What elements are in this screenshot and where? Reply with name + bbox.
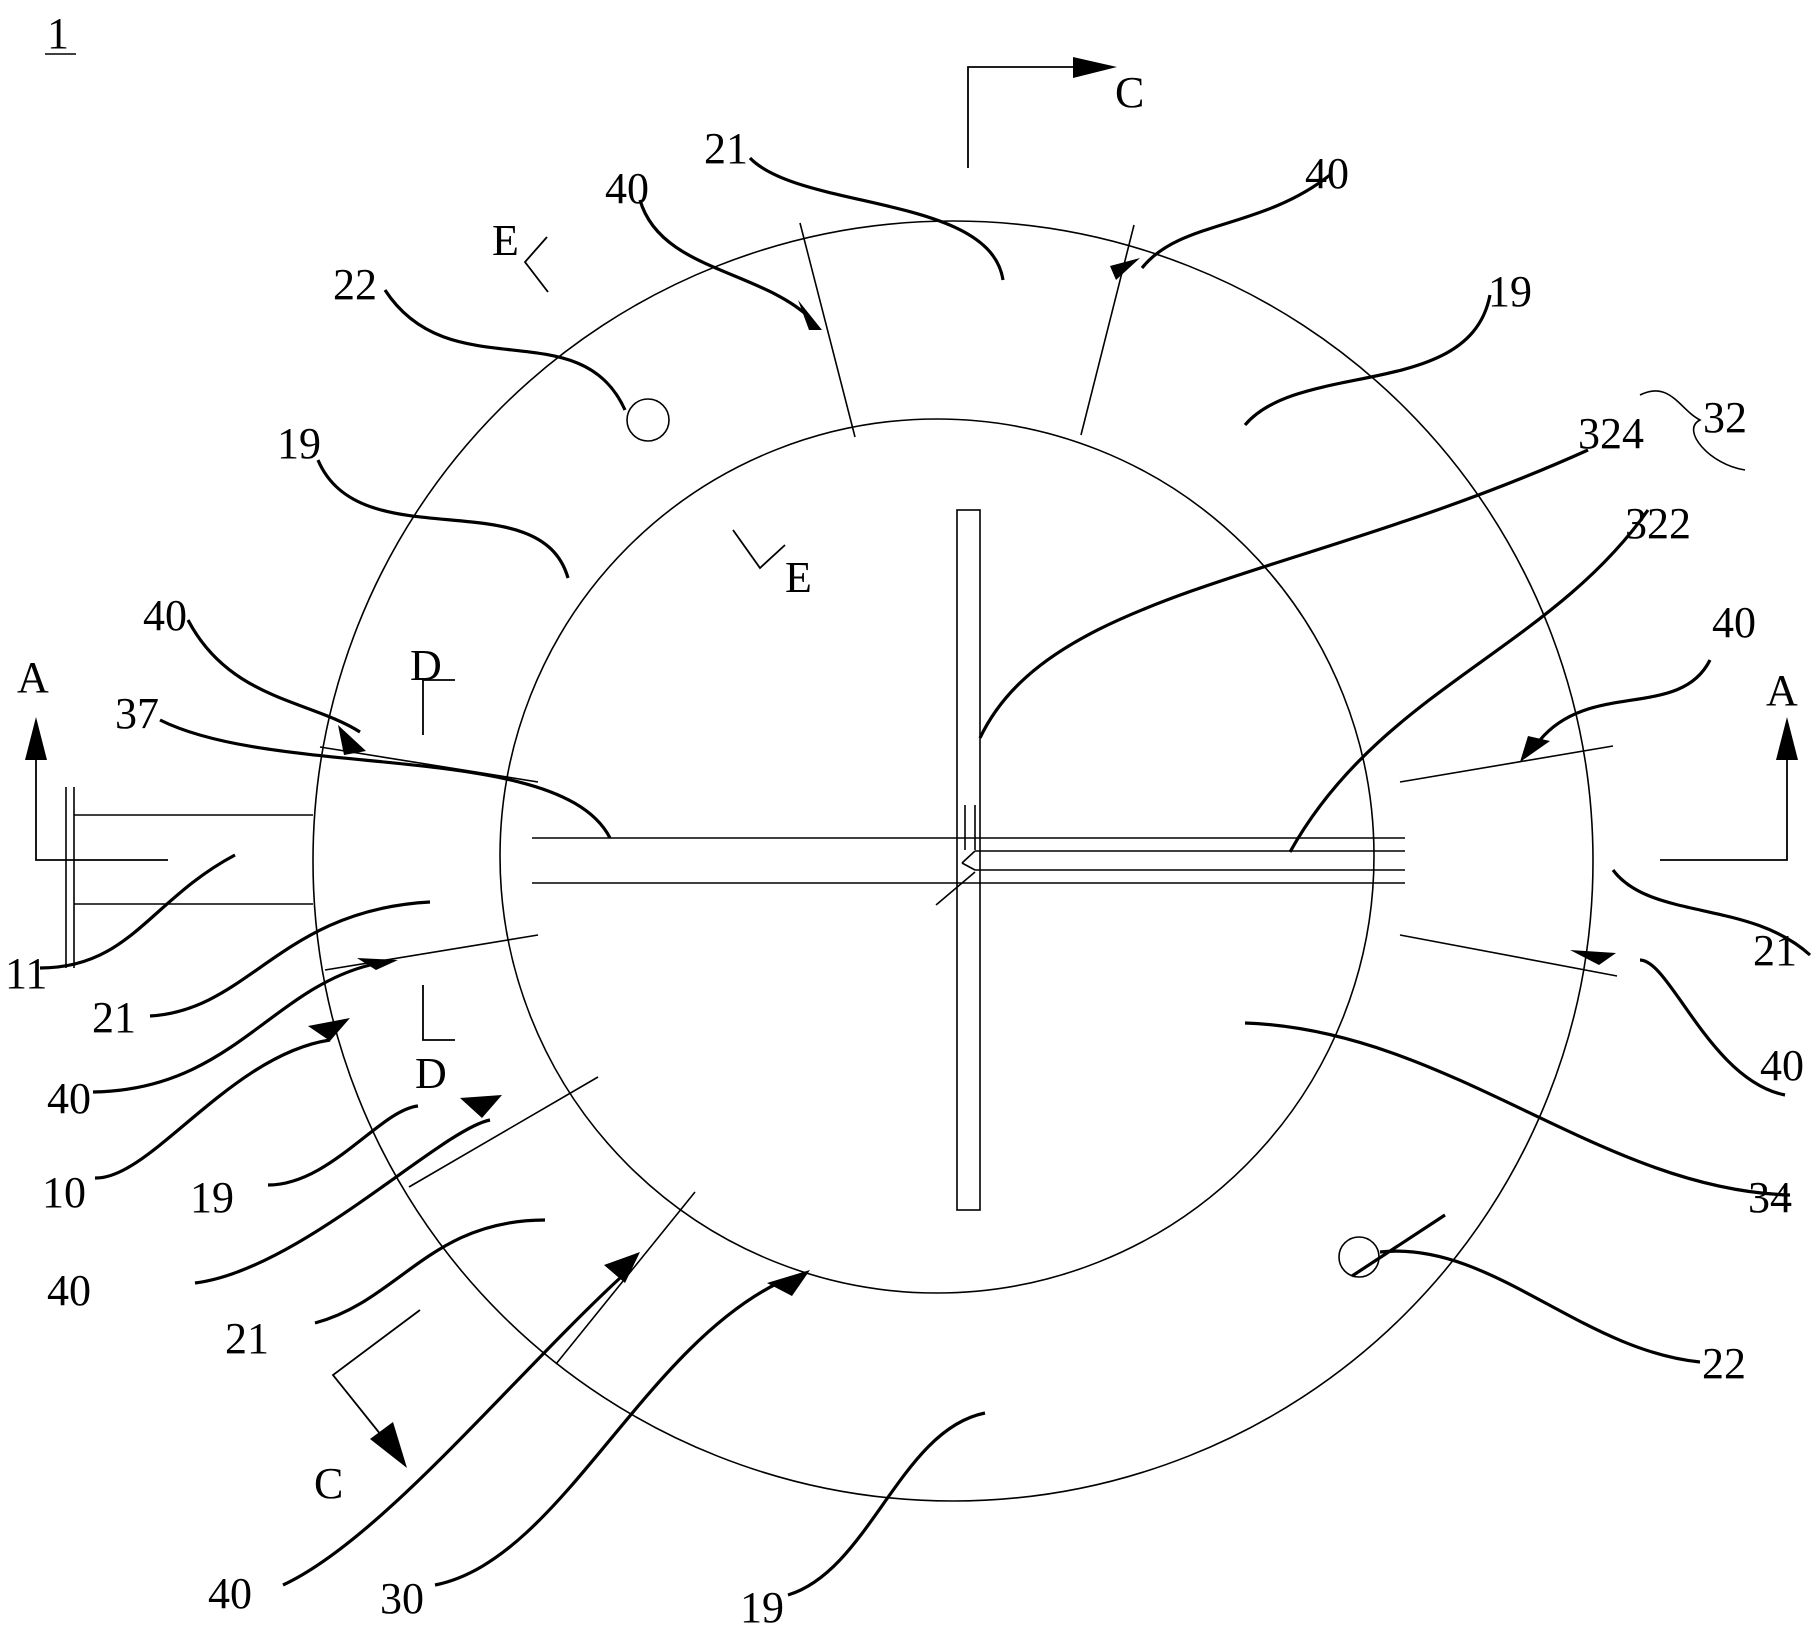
label-40-top-right: 40 (1305, 149, 1349, 198)
label-40-left: 40 (143, 591, 187, 640)
label-21-right: 21 (1753, 926, 1797, 975)
radial-channel (532, 837, 1405, 906)
leader-lines (39, 156, 1812, 1597)
outer-ring-circle (312, 220, 1594, 1502)
label-34: 34 (1748, 1173, 1792, 1222)
label-19-top-right: 19 (1488, 267, 1532, 316)
label-10: 10 (42, 1168, 86, 1217)
label-40-left-2: 40 (47, 1074, 91, 1123)
label-37: 37 (115, 689, 159, 738)
brace-32 (1639, 390, 1746, 471)
label-22-top-left: 22 (333, 260, 377, 309)
label-40-bottom: 40 (208, 1569, 252, 1618)
label-19-left: 19 (277, 419, 321, 468)
label-19-bottom: 19 (740, 1583, 784, 1630)
label-11: 11 (5, 949, 47, 998)
reference-labels: C 21 40 40 E 22 19 324 32 322 19 E 40 40… (5, 68, 1804, 1632)
label-30: 30 (380, 1574, 424, 1623)
label-40-top-left: 40 (605, 164, 649, 213)
label-22-bottom-right: 22 (1702, 1339, 1746, 1388)
label-e-top: E (492, 216, 519, 265)
label-d-top: D (410, 641, 442, 690)
label-21-bottom-left: 21 (225, 1314, 269, 1363)
section-markers (25, 57, 1798, 1468)
hole-22-top-left (626, 398, 670, 442)
label-40-bottom-left: 40 (47, 1266, 91, 1315)
label-a-left: A (17, 653, 49, 702)
label-21-top: 21 (704, 124, 748, 173)
label-40-right-2: 40 (1760, 1041, 1804, 1090)
label-21-left: 21 (92, 993, 136, 1042)
label-19-left-2: 19 (190, 1173, 234, 1222)
label-e-bottom: E (785, 553, 812, 602)
vertical-bar (956, 509, 981, 1211)
label-32: 32 (1703, 393, 1747, 442)
label-a-right: A (1766, 666, 1798, 715)
inner-disk-circle (499, 418, 1375, 1294)
arrowheads (308, 258, 1616, 1296)
figure-number: 1 (47, 9, 69, 58)
label-c-bottom: C (314, 1459, 343, 1508)
label-322: 322 (1625, 499, 1691, 548)
port-11 (65, 787, 313, 968)
label-40-right: 40 (1712, 598, 1756, 647)
label-c-top: C (1115, 68, 1144, 117)
label-324: 324 (1578, 409, 1644, 458)
label-d-bottom: D (415, 1049, 447, 1098)
